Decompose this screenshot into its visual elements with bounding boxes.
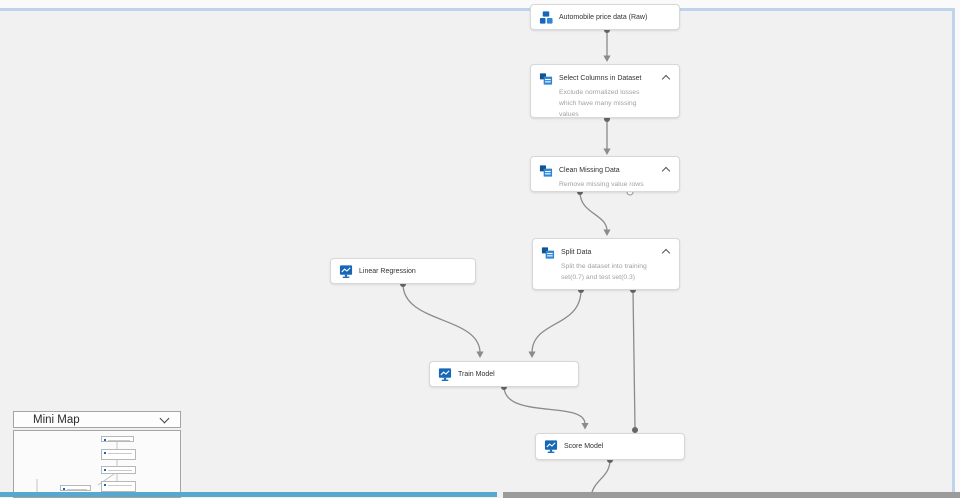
edge-linear-regression-to-train[interactable] — [402, 283, 484, 358]
node-title: Score Model — [564, 443, 604, 450]
model-icon — [438, 367, 452, 382]
module-icon — [539, 163, 553, 178]
node-score-model[interactable]: Score Model — [535, 433, 685, 460]
node-description: Split the dataset into training set(0.7)… — [561, 263, 647, 281]
canvas-focus-border-top — [0, 8, 955, 11]
edge-split-to-score[interactable] — [632, 289, 638, 433]
minimap-body[interactable] — [13, 430, 181, 498]
minimap-title: Mini Map — [33, 413, 80, 426]
scrollbar-horizontal-gray[interactable] — [503, 492, 960, 498]
minimap-node — [101, 436, 134, 442]
node-title: Select Columns in Dataset — [559, 74, 642, 82]
minimap-header[interactable]: Mini Map — [13, 411, 181, 428]
node-description: Exclude normalized losses which have man… — [559, 89, 640, 118]
model-icon — [544, 439, 558, 454]
node-title: Linear Regression — [359, 267, 416, 275]
scrollbar-horizontal-blue[interactable] — [0, 492, 497, 497]
chevron-down-icon[interactable] — [159, 413, 170, 423]
node-select-columns[interactable]: Select Columns in Dataset Exclude normal… — [530, 64, 680, 118]
dataset-icon — [539, 10, 553, 25]
node-title: Clean Missing Data — [559, 166, 620, 174]
node-description: Remove missing value rows — [559, 181, 644, 188]
node-title: Split Data — [561, 248, 592, 256]
edge-split-to-train[interactable] — [528, 289, 582, 358]
model-icon — [339, 264, 353, 279]
edge-train-to-score[interactable] — [503, 386, 589, 430]
edge-auto-to-select[interactable] — [603, 30, 611, 62]
node-train-model[interactable]: Train Model — [429, 361, 579, 387]
module-icon — [539, 71, 553, 86]
minimap-node — [101, 466, 136, 474]
minimap-node — [101, 481, 136, 492]
minimap-node — [101, 449, 136, 460]
node-linear-regression[interactable]: Linear Regression — [330, 258, 476, 284]
node-split-data[interactable]: Split Data Split the dataset into traini… — [532, 238, 680, 290]
edge-clean-to-split[interactable] — [579, 191, 611, 236]
node-automobile-price-data[interactable]: Automobile price data (Raw) — [530, 4, 680, 30]
module-icon — [541, 245, 555, 260]
node-title: Train Model — [458, 370, 495, 378]
canvas-focus-border-right — [952, 8, 955, 492]
node-clean-missing-data[interactable]: Clean Missing Data Remove missing value … — [530, 156, 680, 192]
edge-select-to-clean[interactable] — [603, 119, 611, 155]
minimap-connector-lines — [36, 442, 118, 497]
node-title: Automobile price data (Raw) — [559, 13, 648, 21]
minimap-node — [60, 485, 91, 491]
